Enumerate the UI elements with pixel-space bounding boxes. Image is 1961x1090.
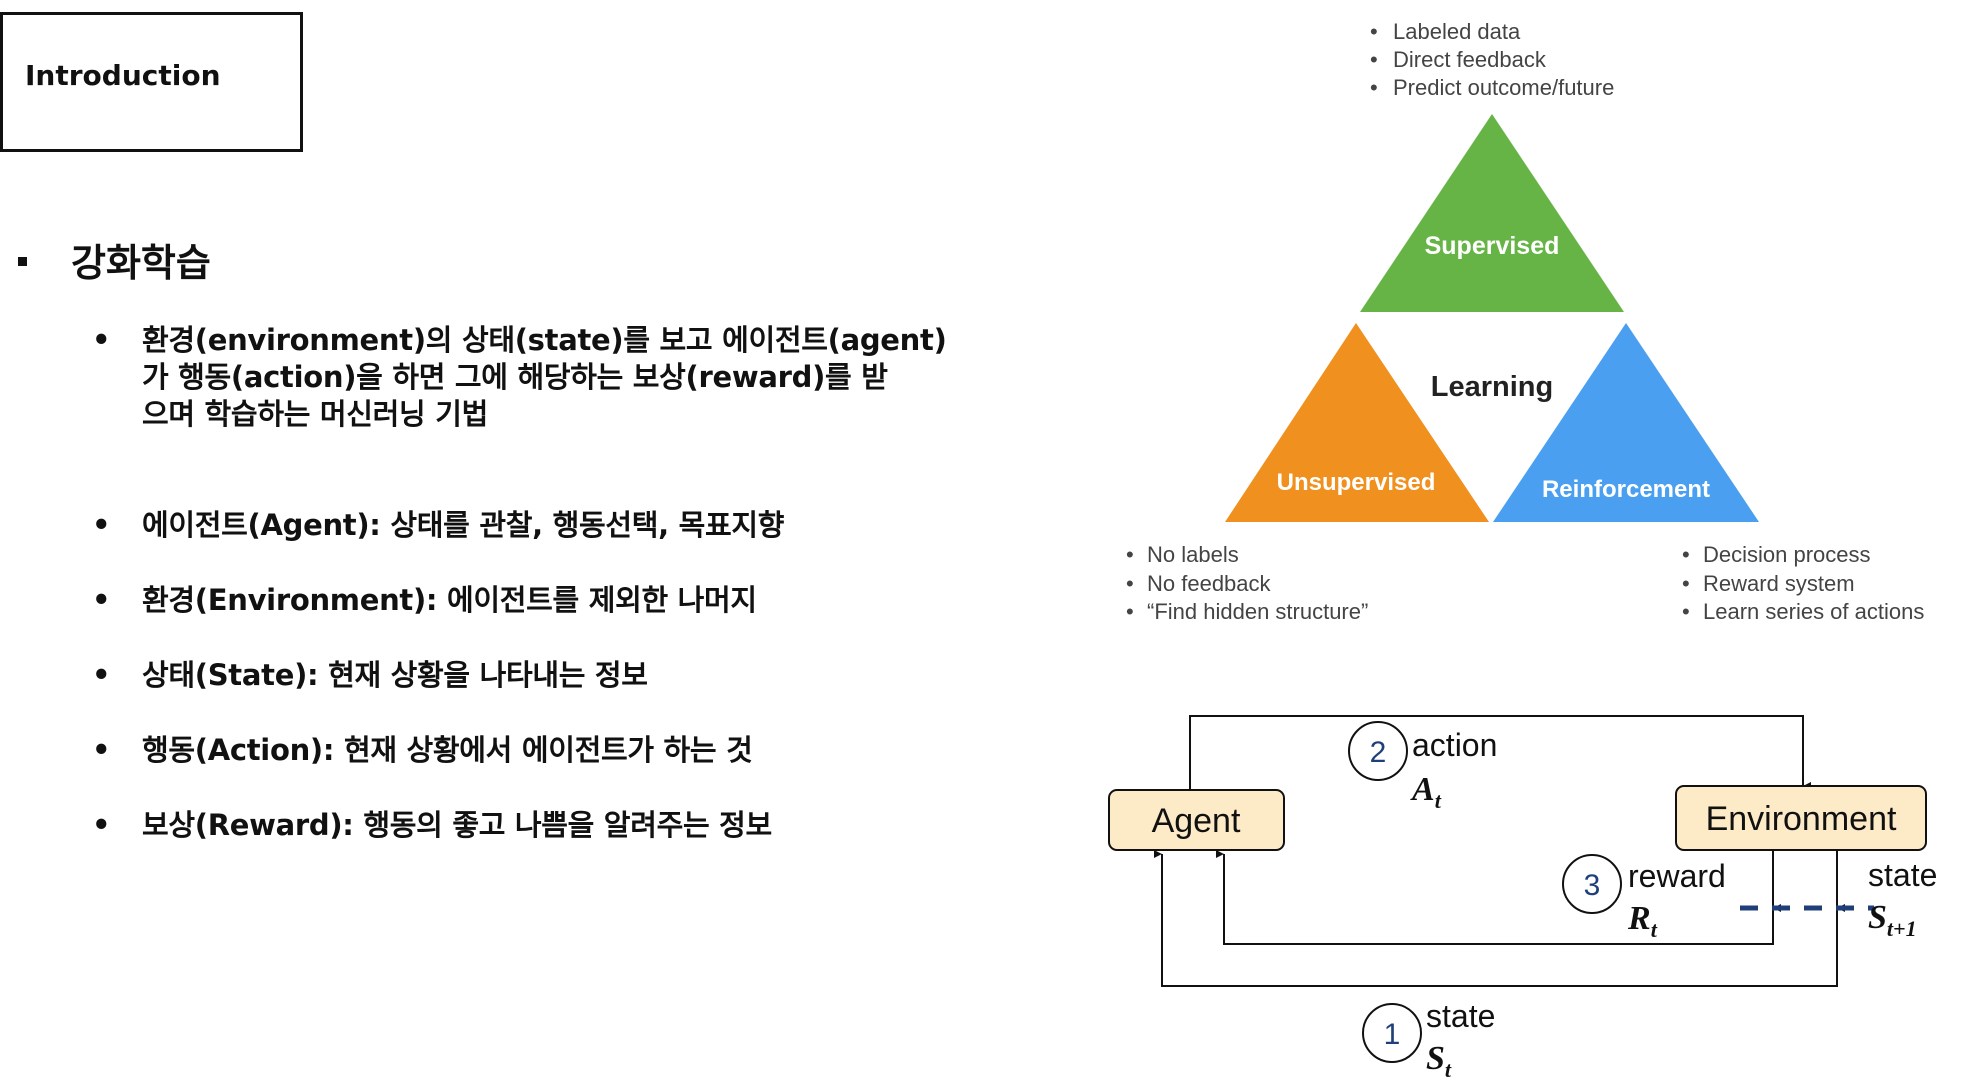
section-title-box: Introduction	[0, 12, 303, 152]
step-2-number: 2	[1370, 736, 1387, 769]
supervised-notes: • Labeled data • Direct feedback • Predi…	[1370, 19, 1614, 100]
bullet-dot-icon: •	[92, 733, 111, 767]
reinforcement-triangle	[1493, 323, 1759, 522]
note-bullet: •	[1370, 47, 1378, 72]
bullet-line: 행동(Action): 현재 상황에서 에이전트가 하는 것	[142, 733, 753, 767]
state-symbol: St	[1426, 1040, 1452, 1082]
unsupervised-note-2: No feedback	[1147, 571, 1272, 596]
bullet-dot-icon: •	[92, 808, 111, 842]
bullet-dot-icon: •	[92, 658, 111, 692]
action-arrow	[1189, 715, 1811, 790]
reinforcement-note-2: Reward system	[1703, 571, 1855, 596]
note-bullet: •	[1682, 571, 1690, 596]
reward-label: reward	[1628, 858, 1726, 894]
next-state-label: state	[1868, 857, 1937, 893]
unsupervised-label: Unsupervised	[1277, 469, 1436, 496]
state-label: state	[1426, 998, 1495, 1034]
bullet-line: 으며 학습하는 머신러닝 기법	[142, 397, 488, 431]
bullet-item-definition: • 환경(environment)의 상태(state)를 보고 에이전트(ag…	[92, 322, 992, 433]
bullet-item-state: • 상태(State): 현재 상황을 나타내는 정보	[92, 657, 992, 694]
bullet-line: 가 행동(action)을 하면 그에 해당하는 보상(reward)를 받	[142, 360, 888, 394]
rl-loop-diagram: Agent Environment 2 action At 3 reward R…	[1108, 715, 1937, 1082]
unsupervised-note-3: “Find hidden structure”	[1147, 599, 1368, 624]
state-arrow	[1154, 850, 1838, 987]
main-heading-text: 강화학습	[71, 241, 211, 285]
bullet-item-action: • 행동(Action): 현재 상황에서 에이전트가 하는 것	[92, 732, 992, 769]
bullet-line: 상태(State): 현재 상황을 나타내는 정보	[142, 658, 648, 692]
bullet-dot-icon: •	[92, 583, 111, 617]
environment-label: Environment	[1706, 800, 1897, 838]
bullet-line: 환경(environment)의 상태(state)를 보고 에이전트(agen…	[142, 323, 947, 357]
bullet-line: 에이전트(Agent): 상태를 관찰, 행동선택, 목표지향	[142, 508, 785, 542]
agent-box	[1108, 789, 1285, 851]
reward-symbol: Rt	[1627, 900, 1658, 942]
note-bullet: •	[1682, 542, 1690, 567]
reinforcement-note-1: Decision process	[1703, 542, 1871, 567]
reinforcement-label: Reinforcement	[1542, 476, 1710, 503]
bullet-item-environment: • 환경(Environment): 에이전트를 제외한 나머지	[92, 582, 992, 619]
bullet-line: 환경(Environment): 에이전트를 제외한 나머지	[142, 583, 757, 617]
unsupervised-note-1: No labels	[1147, 542, 1239, 567]
step-1-circle	[1362, 1003, 1422, 1063]
note-bullet: •	[1370, 75, 1378, 100]
note-bullet: •	[1126, 542, 1134, 567]
learning-center-label: Learning	[1431, 371, 1553, 403]
unsupervised-triangle	[1225, 323, 1489, 522]
note-bullet: •	[1682, 599, 1690, 624]
supervised-triangle	[1360, 114, 1624, 312]
action-symbol: At	[1410, 771, 1442, 813]
bullet-dot-icon: •	[92, 508, 111, 542]
main-heading: 강화학습	[18, 232, 211, 287]
reinforcement-notes: • Decision process • Reward system • Lea…	[1682, 542, 1924, 624]
note-bullet: •	[1126, 599, 1134, 624]
agent-label: Agent	[1152, 802, 1241, 840]
section-title: Introduction	[25, 59, 221, 92]
supervised-note-1: Labeled data	[1393, 19, 1521, 44]
bullet-line: 보상(Reward): 행동의 좋고 나쁨을 알려주는 정보	[142, 808, 772, 842]
learning-types-diagram: • Labeled data • Direct feedback • Predi…	[1126, 19, 1924, 624]
bullet-dot-icon: •	[92, 323, 111, 357]
reinforcement-note-3: Learn series of actions	[1703, 599, 1924, 624]
step-2-circle	[1348, 721, 1408, 781]
step-1-number: 1	[1384, 1018, 1401, 1051]
bullet-list: • 환경(environment)의 상태(state)를 보고 에이전트(ag…	[92, 322, 992, 844]
environment-box	[1675, 785, 1927, 851]
supervised-note-2: Direct feedback	[1393, 47, 1547, 72]
action-label: action	[1412, 727, 1497, 763]
unsupervised-notes: • No labels • No feedback • “Find hidden…	[1126, 542, 1368, 624]
bullet-item-reward: • 보상(Reward): 행동의 좋고 나쁨을 알려주는 정보	[92, 807, 992, 844]
note-bullet: •	[1126, 571, 1134, 596]
square-bullet-icon	[18, 257, 27, 266]
step-3-number: 3	[1584, 869, 1601, 902]
supervised-label: Supervised	[1425, 232, 1560, 260]
bullet-item-agent: • 에이전트(Agent): 상태를 관찰, 행동선택, 목표지향	[92, 507, 992, 544]
supervised-note-3: Predict outcome/future	[1393, 75, 1614, 100]
step-3-circle	[1562, 854, 1622, 914]
note-bullet: •	[1370, 19, 1378, 44]
next-state-symbol: St+1	[1868, 899, 1917, 941]
